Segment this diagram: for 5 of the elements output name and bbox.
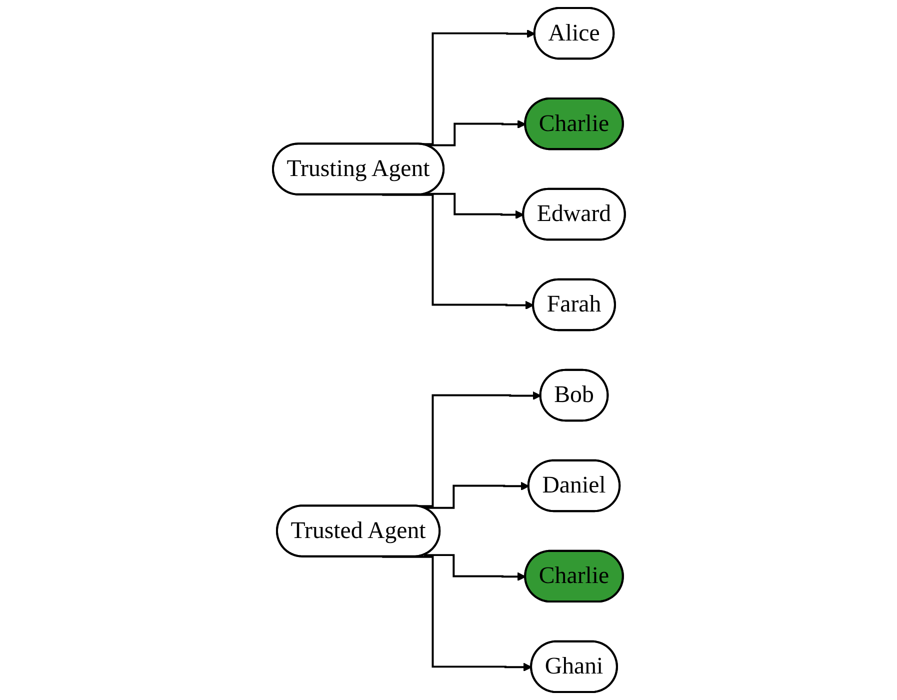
arrow bbox=[425, 192, 524, 220]
arrow bbox=[424, 482, 529, 509]
arrow bbox=[424, 554, 526, 582]
arrow bbox=[382, 556, 532, 672]
arrow bbox=[382, 194, 534, 310]
